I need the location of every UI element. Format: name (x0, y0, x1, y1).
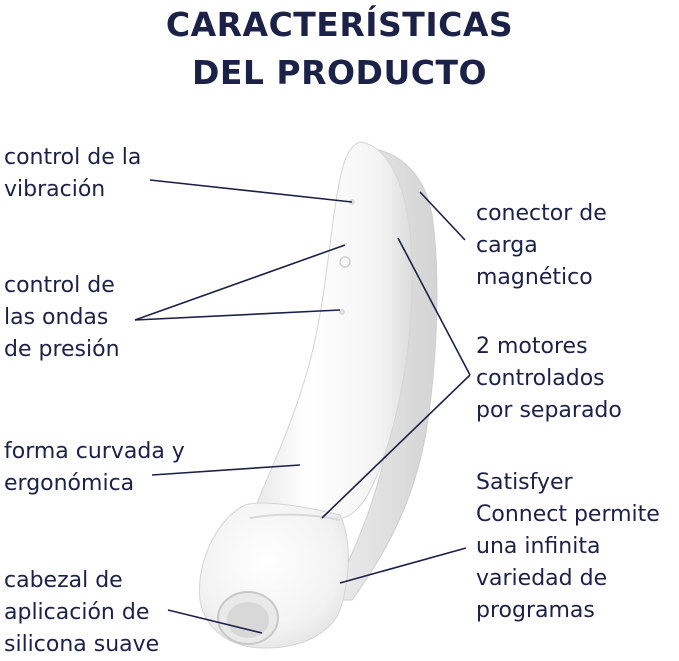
leader-pressure-a (134, 244, 346, 321)
leader-silicone (167, 609, 263, 634)
label-satisfyer-connect: Satisfyer Connect permite una infinita v… (476, 470, 660, 623)
leader-curved (151, 464, 301, 476)
label-magnetic-connector: conector de carga magnético (476, 201, 607, 290)
leader-connector (419, 191, 466, 241)
device-seam (249, 513, 341, 521)
leader-lines (134, 179, 471, 634)
leader-connect (339, 547, 467, 584)
leader-motors-a (397, 237, 471, 376)
label-two-motors: 2 motores controlados por separado (476, 334, 622, 423)
page-title-line-2: DEL PRODUCTO (191, 53, 488, 92)
leader-vibration (149, 179, 353, 203)
label-silicone-head: cabezal de aplicación de silicona suave (4, 568, 160, 657)
power-button-icon (339, 256, 351, 268)
page-title-line-1: CARACTERÍSTICAS (165, 5, 514, 44)
leader-pressure-b (134, 309, 341, 321)
label-vibration-control: control de la vibración (4, 145, 142, 202)
leader-motors-b (321, 374, 471, 519)
label-curved-shape: forma curvada y ergonómica (4, 439, 185, 496)
pressure-button-icon (339, 309, 345, 315)
label-pressure-control: control de las ondas de presión (4, 273, 120, 362)
